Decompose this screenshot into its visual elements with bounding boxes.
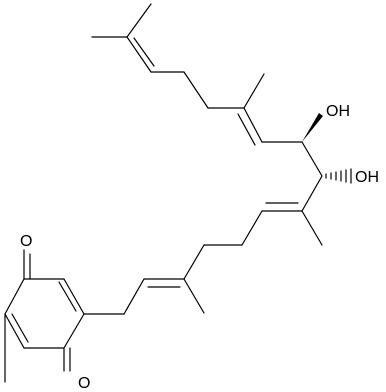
bond-chain-2 bbox=[183, 71, 209, 109]
bond-quinone-linker bbox=[123, 278, 145, 315]
hydroxyl-bottom-label: OH bbox=[355, 169, 379, 186]
ring-bond-6 bbox=[63, 313, 85, 349]
bond-upper-methyl bbox=[243, 73, 265, 109]
bond-upper-double-inner bbox=[237, 113, 256, 146]
ring-bond-3 bbox=[4, 278, 25, 315]
oxygen-left-label: O bbox=[20, 233, 32, 250]
bond-upper-double-main bbox=[243, 107, 263, 143]
bond-lower-methyl bbox=[301, 210, 323, 246]
oxygen-bottom-label: O bbox=[78, 375, 90, 392]
ring-bond-4-inner bbox=[11, 313, 29, 343]
bond-lower-chain-3 bbox=[183, 244, 205, 280]
bond-carbinol-to-carbinol bbox=[301, 141, 323, 177]
ring-bond-1 bbox=[63, 278, 85, 315]
bond-top-right-methyl bbox=[126, 3, 152, 38]
ring-bond-4 bbox=[4, 313, 25, 349]
hydroxyl-top-label: OH bbox=[326, 103, 350, 120]
bond-top-double-inner bbox=[133, 37, 155, 67]
wedge-upper-oh bbox=[302, 113, 323, 142]
hashed-wedge-lower-oh bbox=[325, 168, 352, 184]
ring-bond-1-inner bbox=[58, 281, 77, 312]
bond-quinone-side-methyl bbox=[183, 278, 205, 314]
bond-top-double-main bbox=[126, 36, 152, 73]
bond-carbinol-to-lower-alkene bbox=[301, 175, 323, 212]
bond-lower-chain-1 bbox=[241, 210, 263, 246]
